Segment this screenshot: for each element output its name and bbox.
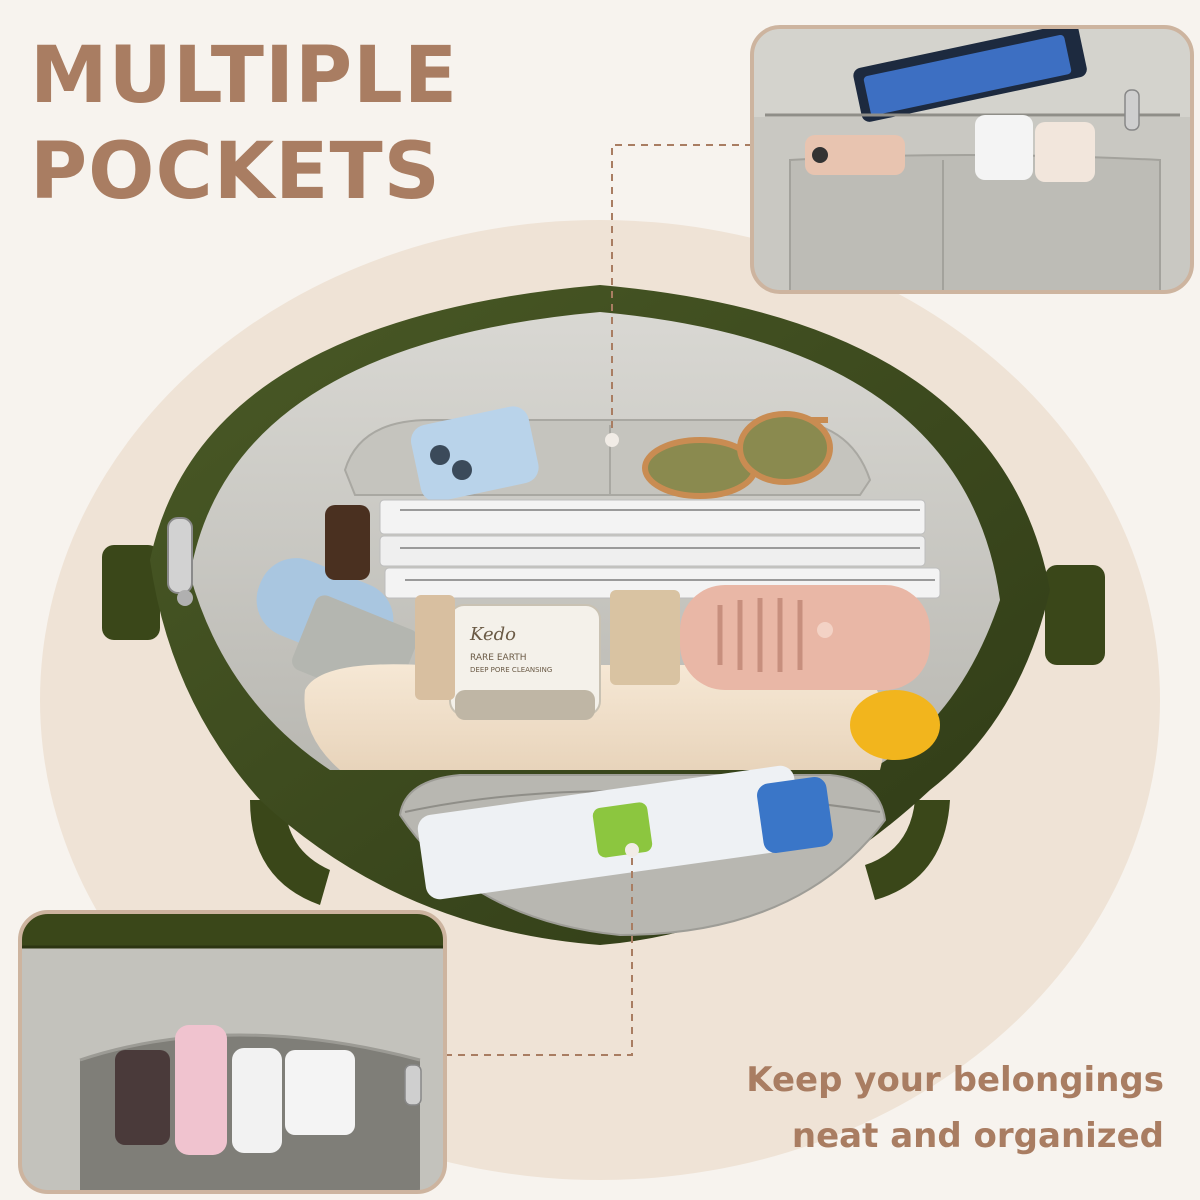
callout-lines: [445, 144, 752, 1056]
svg-text:DEEP PORE CLEANSING: DEEP PORE CLEANSING: [470, 666, 552, 674]
bottom-inset-photo: [20, 912, 445, 1192]
tagline-line-1: Keep your belongings: [746, 1060, 1164, 1100]
yellow-lid: [850, 690, 940, 760]
svg-text:Kedo: Kedo: [469, 624, 516, 645]
tagline: Keep your belongings neat and organized: [746, 1052, 1164, 1164]
headline-line-1: MULTIPLE: [30, 31, 459, 121]
headline: MULTIPLE POCKETS: [30, 28, 458, 220]
toiletry-tube: [417, 765, 833, 900]
small-bottle: [325, 505, 370, 580]
cleansing-jar: Kedo RARE EARTH DEEP PORE CLEANSING: [449, 604, 601, 720]
kraft-pouch: [610, 590, 680, 685]
headline-line-2: POCKETS: [30, 127, 441, 217]
pink-fan: [680, 585, 930, 690]
svg-text:RARE EARTH: RARE EARTH: [470, 653, 527, 663]
top-inset-photo: [752, 27, 1192, 292]
sunglasses: [642, 411, 833, 499]
tagline-line-2: neat and organized: [791, 1116, 1164, 1156]
spiral-notebooks: [379, 499, 941, 599]
phone-in-pocket: [410, 406, 539, 502]
zipper-pull: [167, 517, 193, 606]
